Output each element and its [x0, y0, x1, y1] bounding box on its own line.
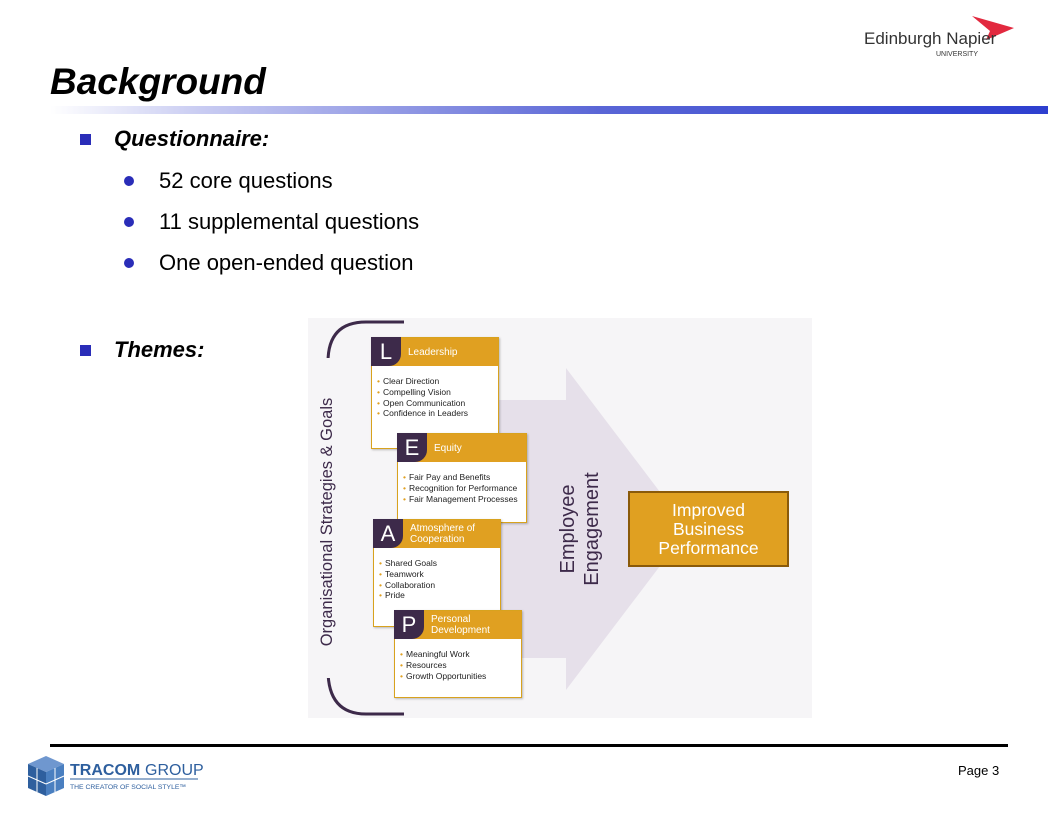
theme-card-atmosphere: A Atmosphere of Cooperation Shared Goals… [373, 519, 501, 627]
card-letter-badge: L [371, 337, 401, 366]
card-letter-badge: A [373, 519, 403, 548]
theme-card-personal-development: P Personal Development Meaningful Work R… [394, 610, 522, 698]
theme-card-equity: E Equity Fair Pay and Benefits Recogniti… [397, 433, 527, 523]
bullet-dot-icon [124, 217, 134, 227]
tracom-light: GROUP [145, 762, 204, 779]
result-line: Business [672, 518, 744, 539]
svg-text:Employee: Employee [557, 485, 579, 574]
bullet-square-icon [80, 345, 91, 356]
footer-rule [50, 744, 1008, 747]
card-item: Collaboration [379, 580, 437, 591]
bullet-dot-icon [124, 258, 134, 268]
engagement-line-2: Engagement [581, 472, 602, 586]
card-item: Meaningful Work [400, 649, 486, 660]
card-item-list: Fair Pay and Benefits Recognition for Pe… [403, 472, 518, 504]
card-item: Open Communication [377, 398, 468, 409]
questionnaire-heading: Questionnaire: [114, 126, 270, 151]
logo-red-pennant [972, 16, 1014, 40]
bullet-dot-icon [124, 176, 134, 186]
org-goals-label: Organisational Strategies & Goals [318, 398, 336, 647]
card-item-list: Shared Goals Teamwork Collaboration Prid… [379, 558, 437, 601]
card-item: Recognition for Performance [403, 483, 518, 494]
svg-text:GROUP: GROUP [145, 762, 204, 779]
card-item: Clear Direction [377, 376, 468, 387]
card-letter-badge: E [397, 433, 427, 462]
result-line: Performance [658, 537, 759, 558]
bullet-square-icon [80, 134, 91, 145]
edinburgh-napier-logo: Edinburgh Napier UNIVERSITY [864, 16, 1014, 58]
card-item: Pride [379, 590, 437, 601]
cube-icon [27, 756, 65, 796]
svg-text:TRACOM: TRACOM [70, 762, 140, 779]
card-item: Confidence in Leaders [377, 408, 468, 419]
card-item-list: Clear Direction Compelling Vision Open C… [377, 376, 468, 419]
card-title: Development [431, 625, 490, 636]
card-title: Atmosphere of [410, 523, 476, 534]
card-item: Fair Pay and Benefits [403, 472, 518, 483]
card-item-list: Meaningful Work Resources Growth Opportu… [400, 649, 486, 681]
sub-item-open-ended: One open-ended question [159, 250, 414, 275]
card-title: Personal [431, 614, 471, 625]
sub-item-supplemental: 11 supplemental questions [159, 209, 420, 234]
engagement-label: Employee Engagement [557, 472, 602, 586]
card-item: Shared Goals [379, 558, 437, 569]
themes-heading: Themes: [114, 337, 205, 362]
slide-title: Background [50, 61, 266, 102]
card-title: Leadership [408, 347, 458, 358]
tracom-logo: TRACOM GROUP THE CREATOR OF SOCIAL STYLE… [27, 756, 204, 796]
page-number: Page 3 [958, 763, 1000, 778]
result-line: Improved [672, 499, 745, 520]
university-sub: UNIVERSITY [936, 51, 978, 58]
improved-performance-box: Improved Business Performance [628, 491, 789, 567]
svg-text:Engagement: Engagement [581, 472, 602, 586]
tracom-bold: TRACOM [70, 762, 140, 779]
university-name: Edinburgh Napier [864, 29, 997, 48]
card-letter-badge: P [394, 610, 424, 639]
card-item: Resources [400, 660, 486, 671]
card-item: Growth Opportunities [400, 671, 486, 682]
card-title: Equity [434, 443, 462, 454]
card-item: Teamwork [379, 569, 437, 580]
card-item: Compelling Vision [377, 387, 468, 398]
engagement-arrow [498, 368, 688, 690]
sub-item-core: 52 core questions [159, 168, 333, 193]
tracom-tagline: THE CREATOR OF SOCIAL STYLE™ [70, 784, 186, 791]
org-goals-label-box: Organisational Strategies & Goals [310, 358, 338, 678]
card-item: Fair Management Processes [403, 494, 518, 505]
title-rule [50, 106, 1048, 114]
engagement-line-1: Employee [557, 485, 579, 574]
card-title: Cooperation [410, 534, 465, 545]
